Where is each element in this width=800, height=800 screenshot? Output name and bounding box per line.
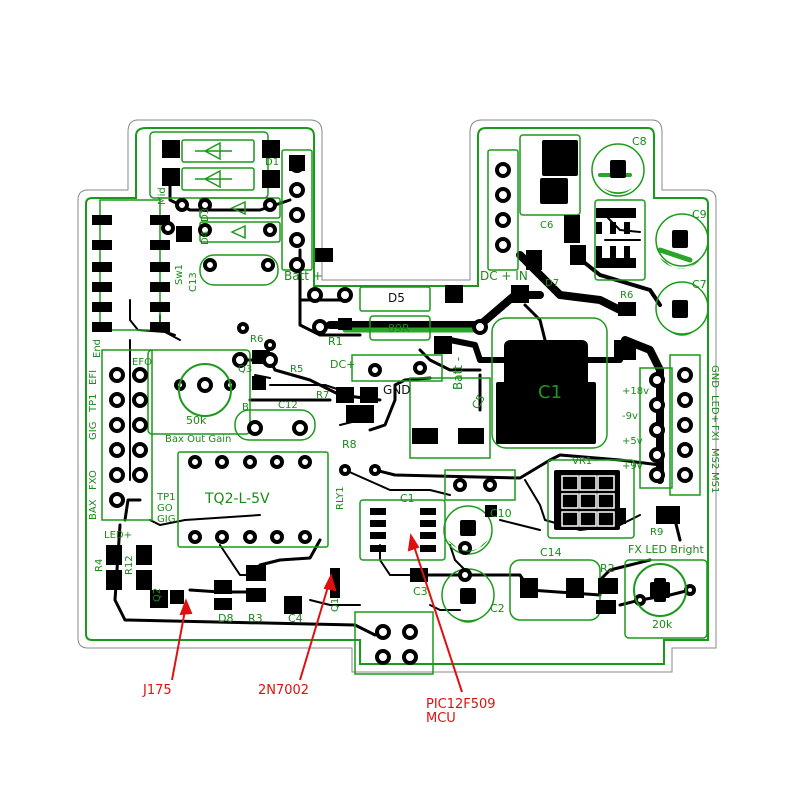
- label-efo: EFO: [132, 357, 152, 368]
- label-ledp-right: LED+: [709, 395, 720, 423]
- label-9v: +9v: [622, 461, 643, 472]
- label-9v-neg: -9v: [622, 411, 638, 422]
- label-gig: GIG: [157, 514, 175, 525]
- label-end: End: [92, 339, 103, 358]
- label-fxi-right: FXI: [709, 425, 720, 441]
- label-50k: 50k: [186, 414, 207, 427]
- label-c14: C14: [540, 546, 562, 559]
- label-efi: EFI: [88, 370, 99, 385]
- silk-labels: Batt + DC + IN DC+ GND Bax Out Gain 50k …: [88, 135, 720, 631]
- header-pins: [92, 215, 630, 552]
- label-q2: Q2: [152, 588, 163, 602]
- label-r4: R4: [94, 559, 105, 572]
- label-18v: +18v: [622, 386, 649, 397]
- vr1-pads: [561, 475, 615, 527]
- annotation-pic12f509: PIC12F509 MCU: [426, 697, 496, 726]
- label-fx-led: FX LED Bright: [628, 543, 704, 556]
- label-c13: C13: [188, 272, 199, 292]
- label-r12: R12: [124, 555, 135, 575]
- label-r7: R7: [316, 390, 329, 401]
- label-d4: D4: [200, 231, 211, 245]
- pads: [109, 157, 696, 665]
- board-outline-outer: [77, 119, 717, 673]
- label-c2: C2: [490, 602, 505, 615]
- label-rly1: RLY1: [335, 486, 346, 510]
- label-led-plus: LED+: [104, 530, 132, 541]
- label-r9: R9: [650, 527, 663, 538]
- label-c3: C3: [413, 585, 428, 598]
- label-ms1-right: MS1: [709, 472, 720, 493]
- label-vr1: VR1: [572, 456, 592, 467]
- annotation-arrows: [171, 533, 463, 693]
- label-c6: C6: [540, 220, 553, 231]
- cap-bodies: [460, 160, 688, 604]
- label-gnd-right: GND: [709, 365, 720, 388]
- label-q3: Q3: [238, 364, 252, 375]
- label-b: B: [242, 402, 249, 413]
- label-c10: C10: [490, 507, 512, 520]
- diode-symbols: [195, 141, 246, 240]
- label-batt-plus: Batt +: [284, 269, 323, 283]
- label-c9: C9: [692, 208, 707, 221]
- label-r8: R8: [342, 438, 357, 451]
- label-batt-minus: Batt -: [451, 357, 465, 390]
- label-fxo-left: FXO: [88, 470, 99, 490]
- label-bax-out: Bax Out Gain: [165, 434, 231, 445]
- label-bax-left: BAX: [88, 499, 99, 520]
- label-q1: Q1: [330, 598, 341, 612]
- label-c4: C4: [288, 612, 303, 625]
- label-gnd: GND: [383, 383, 411, 397]
- label-tp1: TP1: [156, 492, 176, 503]
- label-c8: C8: [632, 135, 647, 148]
- label-c7: C7: [692, 278, 707, 291]
- label-r3: R3: [248, 612, 263, 625]
- label-relay: TQ2-L-5V: [204, 491, 270, 507]
- pot-arms: [650, 578, 670, 602]
- cap-marks: [448, 185, 702, 623]
- label-r2: R2: [600, 562, 615, 575]
- label-20k: 20k: [652, 618, 673, 631]
- label-r5: R5: [290, 364, 303, 375]
- label-ms2-right: MS2: [709, 448, 720, 469]
- label-d3: D3: [200, 208, 211, 222]
- label-go: GO: [157, 503, 173, 514]
- label-r1: R1: [328, 335, 343, 348]
- label-fuse: 89R: [388, 322, 410, 335]
- square-pads: [162, 140, 634, 517]
- annotation-2n7002: 2N7002: [258, 683, 310, 698]
- label-sw1: Sw1: [174, 264, 185, 285]
- label-d1: D1: [265, 157, 279, 168]
- label-mid: Mid: [157, 187, 168, 205]
- label-r6: R6: [250, 334, 263, 345]
- label-r6b: R6: [620, 290, 633, 301]
- label-c1-big: C1: [538, 382, 562, 403]
- board-outline-inner: [85, 127, 709, 665]
- label-dc-in: DC + IN: [480, 269, 528, 283]
- label-d8: D8: [218, 612, 233, 625]
- annotation-j175: J175: [143, 683, 172, 698]
- label-dc-plus: DC+: [330, 358, 355, 371]
- pot-crosses: [178, 363, 687, 617]
- label-5v: +5v: [622, 436, 643, 447]
- label-c5: C5: [469, 392, 488, 411]
- label-c12: C12: [278, 400, 298, 411]
- label-d5: D5: [388, 291, 405, 305]
- label-tp1-left: TP1: [88, 393, 99, 413]
- label-d7: D7: [545, 278, 559, 289]
- label-c1: C1: [400, 492, 415, 505]
- label-gig-left: GIG: [88, 422, 99, 440]
